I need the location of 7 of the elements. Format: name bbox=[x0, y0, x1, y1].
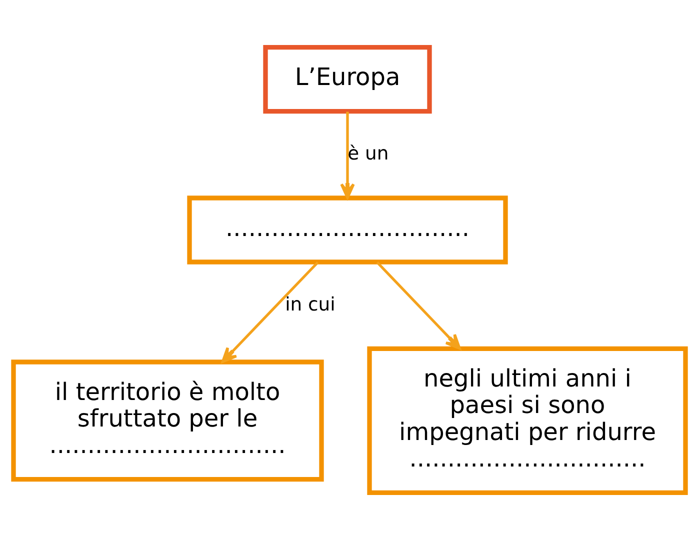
edge-label: in cui bbox=[285, 294, 336, 316]
arrow bbox=[221, 261, 319, 363]
node-box: il territorio è molto sfruttato per le ............................... bbox=[11, 360, 324, 482]
node-box: negli ultimi anni i paesi si sono impegnati per ridurre ............................... bbox=[367, 346, 688, 495]
arrow bbox=[376, 261, 461, 350]
node-box: ................................ bbox=[187, 196, 508, 264]
node-box: L’Europa bbox=[263, 45, 432, 114]
